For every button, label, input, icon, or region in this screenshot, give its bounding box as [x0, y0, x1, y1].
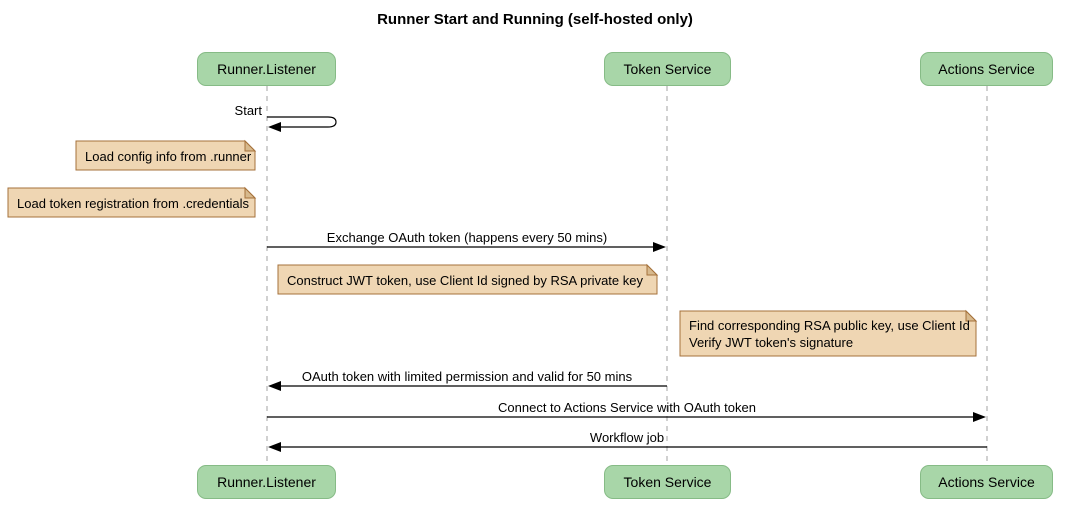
arrowhead-connect-actions	[973, 412, 986, 422]
note-shape-verify-jwt	[679, 310, 977, 357]
note-construct-jwt: Construct JWT token, use Client Id signe…	[287, 272, 643, 288]
note-load-token: Load token registration from .credential…	[17, 195, 249, 211]
note-shape-load-token	[7, 187, 256, 218]
participant-bottom-token-service: Token Service	[604, 465, 731, 499]
note-fold-verify-jwt	[965, 309, 978, 322]
message-label-oauth-return: OAuth token with limited permission and …	[301, 369, 633, 384]
message-label-workflow-job: Workflow job	[589, 430, 665, 445]
message-label-exchange-oauth: Exchange OAuth token (happens every 50 m…	[326, 230, 608, 245]
note-verify-jwt: Find corresponding RSA public key, use C…	[680, 311, 976, 357]
participant-bottom-runner-listener: Runner.Listener	[197, 465, 336, 499]
participant-bottom-actions-service: Actions Service	[920, 465, 1053, 499]
participant-top-runner-listener: Runner.Listener	[197, 52, 336, 86]
note-shape-construct-jwt	[277, 264, 658, 295]
participant-top-token-service: Token Service	[604, 52, 731, 86]
note-fold-load-token	[244, 186, 257, 199]
note-fold-load-config	[244, 139, 257, 152]
note-fold-construct-jwt	[646, 263, 659, 276]
arrowhead-exchange-oauth	[653, 242, 666, 252]
note-load-config: Load config info from .runner	[85, 148, 252, 164]
note-verify-jwt-line2: Verify JWT token's signature	[689, 335, 854, 350]
message-label-start: Start	[234, 103, 262, 118]
participant-top-actions-service: Actions Service	[920, 52, 1053, 86]
self-message-arrowhead	[268, 122, 281, 132]
diagram-title: Runner Start and Running (self-hosted on…	[377, 11, 693, 28]
message-label-connect-actions: Connect to Actions Service with OAuth to…	[498, 400, 756, 415]
note-verify-jwt-line1: Find corresponding RSA public key, use C…	[689, 318, 970, 333]
arrowhead-oauth-return	[268, 381, 281, 391]
note-shape-load-config	[75, 140, 256, 171]
arrowhead-workflow-job	[268, 442, 281, 452]
self-message-arrow-line	[267, 116, 337, 128]
